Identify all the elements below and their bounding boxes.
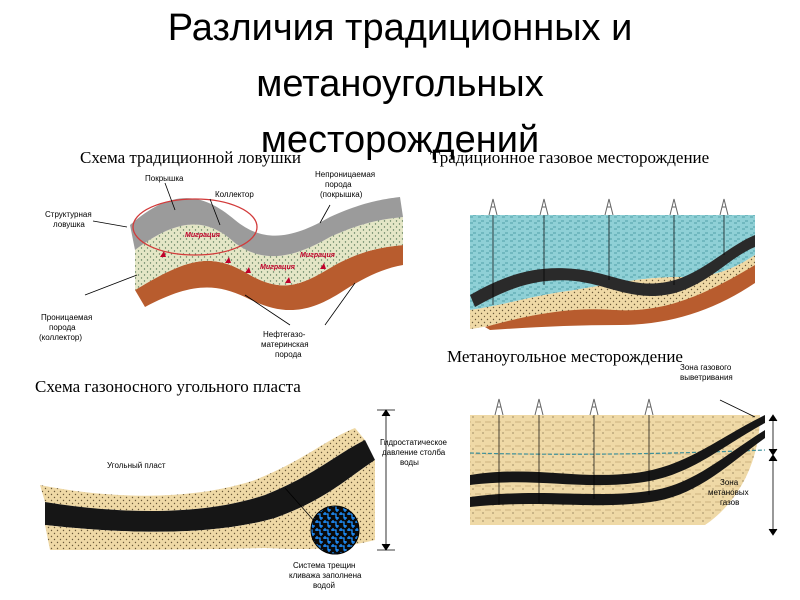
upper-sand bbox=[40, 428, 365, 512]
hydrostatic-arrow bbox=[377, 409, 395, 551]
wells bbox=[498, 415, 650, 505]
reservoir-layer bbox=[135, 217, 403, 290]
coal-seam-lower bbox=[470, 430, 765, 507]
impermeable-label-1: Непроницаемая bbox=[315, 170, 375, 179]
weathering-zone-label-2: выветривания bbox=[680, 373, 733, 382]
cap-label: Покрышка bbox=[145, 174, 184, 183]
zone-arrows bbox=[719, 399, 778, 536]
trap-scheme-caption: Схема традиционной ловушки bbox=[80, 148, 301, 167]
derricks bbox=[488, 198, 729, 216]
methane-zone-label-2: метановых bbox=[708, 488, 749, 497]
source-rock-layer bbox=[135, 245, 403, 311]
impermeable-label-3: (покрышка) bbox=[320, 190, 363, 199]
migration-label-1: Миграция bbox=[185, 232, 220, 239]
coal-band bbox=[470, 235, 755, 307]
reservoir-label: Коллектор bbox=[215, 190, 254, 199]
leader-lines bbox=[84, 182, 356, 326]
weathering-zone-label-1: Зона газового bbox=[680, 363, 732, 372]
cleat-label-3: водой bbox=[313, 581, 335, 590]
water-layer bbox=[470, 215, 755, 310]
cap-rock-layer bbox=[130, 197, 403, 257]
permeable-label-3: (коллектор) bbox=[39, 333, 82, 342]
coalbed-field-caption: Метаноугольное месторождение bbox=[447, 347, 683, 366]
lower-sand bbox=[45, 460, 375, 550]
hydrostatic-label-3: воды bbox=[400, 458, 419, 467]
title-line-1: Различия традиционных и bbox=[167, 7, 633, 49]
migration-arrows: Миграция Миграция Миграция bbox=[160, 232, 335, 283]
coalbed-field-diagram bbox=[469, 398, 778, 536]
source-rock-label-1: Нефтегазо- bbox=[263, 330, 306, 339]
slide-title: Различия традиционных и метаноугольных м… bbox=[0, 0, 800, 168]
source-rock-label-2: материнская bbox=[261, 340, 309, 349]
impermeable-label-2: порода bbox=[325, 180, 352, 189]
traditional-field-caption: Традиционное газовое месторождение bbox=[430, 148, 710, 167]
migration-label-3: Миграция bbox=[300, 252, 335, 259]
trap-diagram: Миграция Миграция Миграция Покрышка Колл… bbox=[39, 170, 403, 359]
coal-seam-caption: Схема газоносного угольного пласта bbox=[35, 377, 301, 396]
coal-seam-label: Угольный пласт bbox=[107, 461, 166, 470]
source-rock-band bbox=[485, 265, 755, 330]
coal-seam-diagram: Угольный пласт Гидростатическое давление… bbox=[40, 409, 448, 590]
water-line bbox=[469, 449, 766, 455]
permeable-label-2: порода bbox=[49, 323, 76, 332]
structural-trap-label-1: Структурная bbox=[45, 210, 92, 219]
hydrostatic-label-1: Гидростатическое bbox=[380, 438, 448, 447]
permeable-label-1: Проницаемая bbox=[41, 313, 92, 322]
cleat-label-2: кливажа заполнена bbox=[289, 571, 362, 580]
source-rock-label-3: порода bbox=[275, 350, 302, 359]
title-line-3: месторождений bbox=[260, 119, 540, 161]
methane-zone-label-3: газов bbox=[720, 498, 739, 507]
derricks bbox=[494, 398, 654, 416]
structural-trap-outline bbox=[132, 198, 258, 256]
coal-seam bbox=[45, 440, 375, 532]
cleat-label-1: Система трещин bbox=[293, 561, 355, 570]
title-line-2: метаноугольных bbox=[256, 63, 544, 105]
coal-seam-upper bbox=[470, 415, 765, 486]
cleat-magnifier bbox=[284, 487, 360, 555]
traditional-field-diagram bbox=[470, 198, 755, 330]
hydrostatic-label-2: давление столба bbox=[382, 448, 446, 457]
wells bbox=[492, 215, 725, 305]
structural-trap-label-2: ловушка bbox=[53, 220, 85, 229]
migration-label-2: Миграция bbox=[260, 264, 295, 271]
sand-layer bbox=[470, 255, 755, 329]
coalbed-labels: Зона газового выветривания Зона метановы… bbox=[680, 363, 749, 507]
methane-zone-label-1: Зона bbox=[720, 478, 739, 487]
